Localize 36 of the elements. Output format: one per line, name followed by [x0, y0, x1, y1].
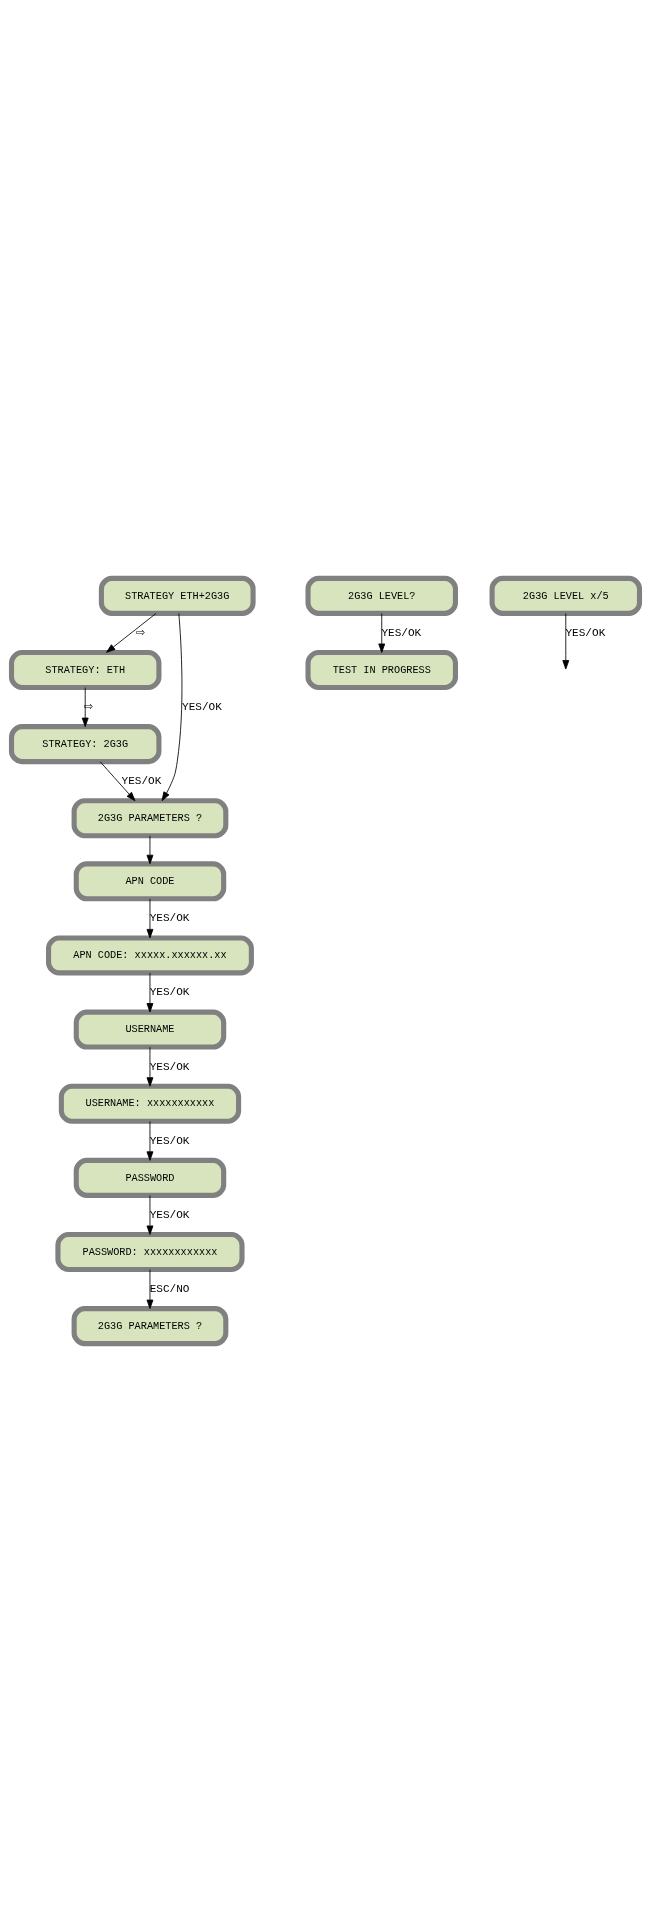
node-box: 2G3G LEVEL x/5	[489, 575, 643, 616]
edge-label: YES/OK	[182, 700, 222, 713]
edge-label: YES/OK	[149, 1060, 190, 1073]
node-box: USERNAME: xxxxxxxxxxx	[58, 1083, 242, 1124]
edge-label: ⇨	[136, 626, 146, 639]
edge-label: YES/OK	[121, 774, 162, 787]
edge-label: YES/OK	[149, 1134, 190, 1147]
node-box: 2G3G LEVEL?	[305, 575, 458, 616]
arrow	[146, 834, 154, 864]
node-box: PASSWORD: xxxxxxxxxxxx	[55, 1231, 245, 1272]
arrow	[146, 1046, 154, 1087]
node-box: STRATEGY ETH+2G3G	[98, 575, 256, 616]
node-box: TEST IN PROGRESS	[305, 649, 458, 690]
arrow	[99, 760, 136, 801]
node-box: 2G3G PARAMETERS ?	[71, 797, 229, 838]
arrow	[378, 612, 386, 653]
node-box: APN CODE	[73, 860, 227, 901]
arrow	[146, 1120, 154, 1161]
arrow	[161, 612, 183, 801]
node-box: 2G3G PARAMETERS ?	[71, 1305, 229, 1346]
arrow	[146, 1268, 154, 1309]
node-box: APN CODE: xxxxx.xxxxxx.xx	[46, 934, 254, 975]
edge-label: ESC/NO	[149, 1282, 190, 1295]
arrow	[146, 898, 154, 938]
node-box: PASSWORD	[73, 1157, 227, 1198]
edge-label: YES/OK	[149, 985, 190, 998]
edge-label: YES/OK	[149, 911, 190, 924]
node-box: STRATEGY: 2G3G	[8, 723, 162, 764]
edge-label: YES/OK	[381, 626, 422, 639]
node-box: STRATEGY: ETH	[8, 649, 162, 690]
edge-label: YES/OK	[565, 626, 606, 639]
edge-label: YES/OK	[149, 1208, 190, 1221]
node-box: USERNAME	[73, 1009, 227, 1050]
arrow	[146, 972, 154, 1012]
arrow	[146, 1194, 154, 1235]
arrow	[106, 612, 157, 653]
